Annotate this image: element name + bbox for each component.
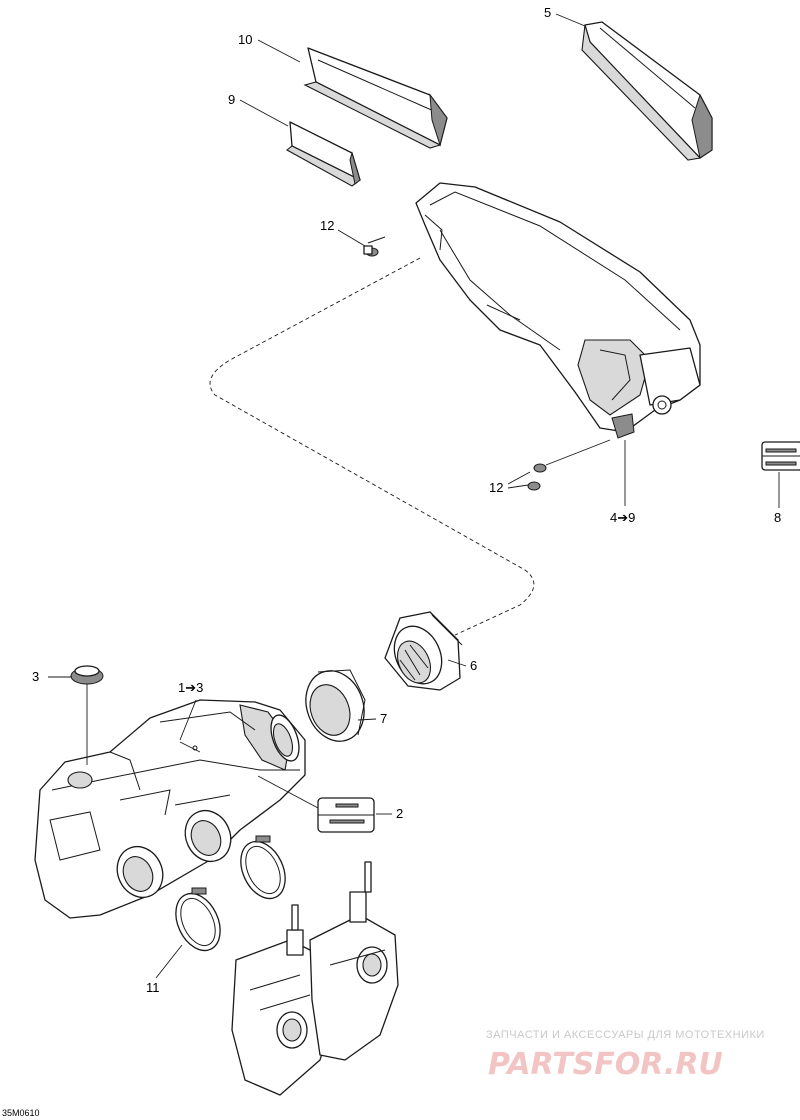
watermark-logo: PARTSFOR.RU: [488, 1047, 723, 1082]
figure-code: 35M0610: [2, 1108, 40, 1118]
leader-lines: [48, 13, 780, 979]
callout-6: 6: [470, 658, 477, 673]
part-1-airbox-lower: [34, 699, 306, 919]
part-3-grommet: [70, 665, 104, 685]
callout-1-3: 1➔3: [178, 680, 203, 695]
callout-3: 3: [32, 669, 39, 684]
callout-2: 2: [396, 806, 403, 821]
callout-11: 11: [146, 980, 160, 995]
callout-5: 5: [544, 5, 551, 20]
callout-7: 7: [380, 711, 387, 726]
part-9-foam-strip: [286, 121, 362, 187]
part-2-label: [317, 797, 375, 833]
part-10-foam-strip: [303, 47, 448, 149]
callout-9: 9: [228, 92, 235, 107]
callout-10: 10: [238, 32, 252, 47]
part-7-coupling-ring: [305, 669, 366, 742]
airbox-upper-housing: [415, 182, 701, 439]
part-12-nuts-lower: [527, 439, 611, 491]
watermark-tagline: ЗАПЧАСТИ И АКСЕССУАРЫ ДЛЯ МОТОТЕХНИКИ: [486, 1029, 765, 1041]
part-11-clamps: [175, 835, 286, 952]
callout-8: 8: [774, 510, 781, 525]
watermark: ЗАПЧАСТИ И АКСЕССУАРЫ ДЛЯ МОТОТЕХНИКИ PA…: [486, 1029, 765, 1082]
part-12-screw-upper: [363, 236, 386, 257]
assembly-path-dashed: [209, 257, 535, 636]
part-5-foam-block: [581, 21, 713, 161]
carburetors: [231, 861, 399, 1096]
callout-4-9: 4➔9: [610, 510, 635, 525]
callouts: 10 9 5 12 12 4➔9 8 6 7 3 1➔3 2 11: [32, 5, 781, 995]
part-8-label: [761, 441, 800, 471]
part-6-intake-adapter: [384, 611, 463, 691]
callout-12-upper: 12: [320, 218, 334, 233]
callout-12-lower: 12: [489, 480, 503, 495]
